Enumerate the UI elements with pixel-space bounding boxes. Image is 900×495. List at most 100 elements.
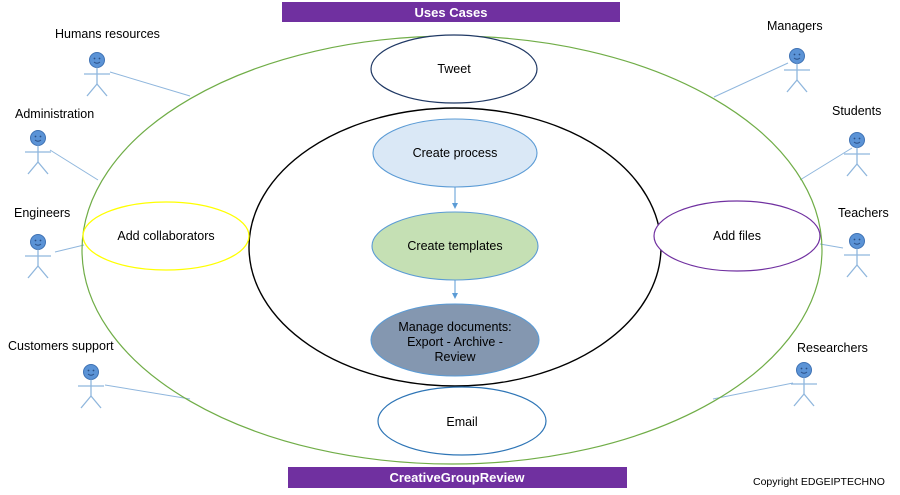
add-collaborators-ellipse[interactable]: [82, 201, 250, 271]
actor-eye: [93, 57, 96, 60]
actor-left-leg: [786, 79, 798, 93]
actor-right-leg: [96, 83, 108, 97]
association-customers-support: [104, 384, 191, 400]
actor-label-teachers: Teachers: [838, 206, 889, 220]
creative-group-review-banner: CreativeGroupReview: [288, 467, 627, 488]
actor-left-leg: [86, 83, 98, 97]
actor-eye: [34, 239, 37, 242]
association-administration: [49, 149, 99, 181]
actor-eye: [805, 367, 808, 370]
manage-documents-label-line-2: Export - Archive -: [407, 335, 503, 349]
manage-documents-ellipse[interactable]: [370, 303, 540, 377]
actor-smile: [853, 242, 861, 245]
actor-label-researchers: Researchers: [797, 341, 868, 355]
actor-label-managers: Managers: [767, 19, 823, 33]
use-case-add-files[interactable]: Add files: [653, 200, 821, 272]
actor-head: [796, 362, 812, 378]
actor-label-engineers: Engineers: [14, 206, 70, 220]
creative-group-review-banner-label: CreativeGroupReview: [389, 470, 525, 485]
actor-eye: [800, 367, 803, 370]
use-case-manage-documents[interactable]: Manage documents: Export - Archive - Rev…: [370, 303, 540, 377]
uses-cases-banner-background: [282, 2, 620, 22]
uses-cases-banner: Uses Cases: [282, 2, 620, 22]
actor-students-icon: [844, 132, 870, 177]
actor-smile: [34, 139, 42, 142]
create-templates-label: Create templates: [407, 239, 502, 253]
actor-head: [789, 48, 805, 64]
uses-cases-banner-label: Uses Cases: [415, 5, 488, 20]
actor-head: [89, 52, 105, 68]
actor-smile: [93, 61, 101, 64]
actor-label-customers-support: Customers support: [8, 339, 114, 353]
association-managers: [713, 62, 789, 98]
actor-left-leg: [80, 395, 92, 409]
actor-label-administration: Administration: [15, 107, 94, 121]
use-case-create-process[interactable]: Create process: [372, 118, 538, 188]
association-teachers: [819, 243, 844, 249]
actor-left-leg: [27, 161, 39, 175]
actor-researchers-icon: [791, 362, 817, 407]
add-files-label: Add files: [713, 229, 761, 243]
association-engineers: [54, 244, 85, 253]
actor-administration-icon: [25, 130, 51, 175]
manage-documents-label-line-3: Review: [435, 350, 477, 364]
add-files-ellipse[interactable]: [653, 200, 821, 272]
actor-eye: [858, 137, 861, 140]
actor-smile: [87, 373, 95, 376]
actor-managers-icon: [784, 48, 810, 93]
actor-head: [849, 132, 865, 148]
tweet-ellipse[interactable]: [370, 34, 538, 104]
actor-smile: [34, 243, 42, 246]
actor-eye: [34, 135, 37, 138]
actor-left-leg: [27, 265, 39, 279]
manage-documents-label-line-1: Manage documents:: [398, 320, 511, 334]
create-process-label: Create process: [413, 146, 498, 160]
actor-right-leg: [856, 163, 868, 177]
copyright-text: Copyright EDGEIPTECHNO: [753, 476, 885, 488]
tweet-label: Tweet: [437, 62, 471, 76]
association-humans-resources: [109, 71, 191, 97]
actor-engineers-icon: [25, 234, 51, 279]
actor-eye: [853, 238, 856, 241]
use-case-add-collaborators[interactable]: Add collaborators: [82, 201, 250, 271]
email-label: Email: [446, 415, 477, 429]
actor-eye: [793, 53, 796, 56]
actor-head: [83, 364, 99, 380]
actor-eye: [39, 135, 42, 138]
actor-right-leg: [803, 393, 815, 407]
association-lines: [49, 62, 853, 400]
actor-right-leg: [856, 264, 868, 278]
actor-eye: [853, 137, 856, 140]
actor-right-leg: [37, 265, 49, 279]
actor-smile: [800, 371, 808, 374]
actor-eye: [858, 238, 861, 241]
add-collaborators-label: Add collaborators: [117, 229, 214, 243]
use-case-email[interactable]: Email: [377, 386, 547, 456]
creative-group-review-banner-background: [288, 467, 627, 488]
actor-head: [30, 234, 46, 250]
actor-teachers-icon: [844, 233, 870, 278]
association-researchers: [712, 382, 794, 400]
actor-humans-resources-icon: [84, 52, 110, 97]
actor-right-leg: [37, 161, 49, 175]
actor-right-leg: [796, 79, 808, 93]
actor-eye: [98, 57, 101, 60]
actor-eye: [798, 53, 801, 56]
actor-left-leg: [846, 264, 858, 278]
actors-layer: [25, 48, 870, 409]
use-case-tweet[interactable]: Tweet: [370, 34, 538, 104]
actor-label-students: Students: [832, 104, 881, 118]
actor-left-leg: [793, 393, 805, 407]
actor-eye: [39, 239, 42, 242]
actor-smile: [793, 57, 801, 60]
actor-label-humans-resources: Humans resources: [55, 27, 160, 41]
email-ellipse[interactable]: [377, 386, 547, 456]
actor-head: [30, 130, 46, 146]
actor-left-leg: [846, 163, 858, 177]
use-case-create-templates[interactable]: Create templates: [371, 211, 539, 281]
actor-head: [849, 233, 865, 249]
actor-eye: [87, 369, 90, 372]
actor-customers-support-icon: [78, 364, 104, 409]
actor-smile: [853, 141, 861, 144]
